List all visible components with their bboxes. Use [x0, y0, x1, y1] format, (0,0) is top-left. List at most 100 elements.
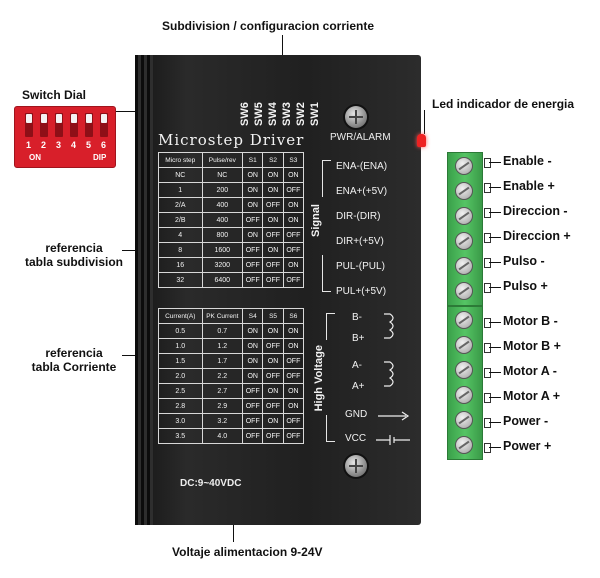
terminal-screw[interactable]	[455, 336, 473, 354]
driver-title: Microstep Driver	[158, 131, 305, 149]
terminal-screw[interactable]	[455, 182, 473, 200]
coil-b-icon	[384, 313, 394, 339]
hv-a-plus: A+	[352, 381, 365, 392]
table-cell: 400	[201, 197, 244, 213]
table-cell: OFF	[262, 368, 284, 384]
terminal-leader-line	[489, 447, 501, 448]
table-cell: OFF	[242, 398, 264, 414]
terminal-label: Enable +	[503, 179, 555, 193]
table-cell: OFF	[262, 428, 284, 444]
table-cell: OFF	[242, 242, 264, 258]
callout-ref-corriente-line	[122, 355, 142, 356]
terminal-label: Motor B +	[503, 339, 561, 353]
table-header: S2	[262, 152, 284, 168]
signal-dir-plus: DIR+(+5V)	[336, 236, 384, 247]
table-cell: OFF	[282, 428, 305, 444]
table-cell: OFF	[282, 242, 305, 258]
terminal-leader-line	[489, 162, 501, 163]
switch-label-sw6: SW6	[239, 102, 251, 126]
table-cell: ON	[242, 368, 264, 384]
table-cell: OFF	[262, 398, 284, 414]
switch-label-sw2: SW2	[295, 102, 307, 126]
power-led	[417, 134, 426, 147]
table-cell: ON	[282, 167, 305, 183]
terminal-pin	[484, 233, 491, 243]
callout-led-line	[424, 110, 425, 134]
table-header: PK Current	[201, 308, 244, 324]
table-cell: OFF	[282, 227, 305, 243]
dip-switch-closeup: 1 2 3 4 5 6 ON DIP	[14, 106, 116, 168]
table-header: S6	[282, 308, 305, 324]
terminal-pin	[484, 183, 491, 193]
table-header: S4	[242, 308, 264, 324]
table-cell: 1.7	[201, 353, 244, 369]
table-cell: 3200	[201, 257, 244, 273]
terminal-leader-line	[489, 372, 501, 373]
terminal-screw[interactable]	[455, 207, 473, 225]
table-cell: 2/B	[158, 212, 203, 228]
terminal-pin	[484, 283, 491, 293]
table-cell: 2.2	[201, 368, 244, 384]
table-cell: ON	[282, 338, 305, 354]
table-cell: OFF	[242, 428, 264, 444]
signal-pul-minus: PUL-(PUL)	[336, 261, 385, 272]
table-cell: ON	[282, 197, 305, 213]
terminal-screw[interactable]	[455, 282, 473, 300]
table-cell: NC	[201, 167, 244, 183]
pwr-alarm-label: PWR/ALARM	[330, 132, 391, 143]
terminal-screw[interactable]	[455, 257, 473, 275]
terminal-screw[interactable]	[455, 386, 473, 404]
table-cell: OFF	[282, 413, 305, 429]
table-cell: OFF	[262, 257, 284, 273]
table-header: S3	[282, 152, 305, 168]
table-header: Current(A)	[158, 308, 203, 324]
hv-a-minus: A-	[352, 360, 362, 371]
table-header: S5	[262, 308, 284, 324]
terminal-screw[interactable]	[455, 311, 473, 329]
dip-number: 4	[71, 140, 77, 150]
table-cell: 4	[158, 227, 203, 243]
terminal-pin	[484, 393, 491, 403]
table-cell: OFF	[242, 413, 264, 429]
dc-voltage-label: DC:9~40VDC	[180, 478, 242, 489]
terminal-pin	[484, 418, 491, 428]
terminal-screw[interactable]	[455, 232, 473, 250]
high-voltage-label: High Voltage	[313, 345, 325, 412]
driver-body	[135, 55, 421, 525]
terminal-screw[interactable]	[455, 436, 473, 454]
signal-dir-minus: DIR-(DIR)	[336, 211, 381, 222]
table-cell: 3.0	[158, 413, 203, 429]
table-cell: OFF	[262, 227, 284, 243]
terminal-label: Power +	[503, 439, 552, 453]
dip-on-label: ON	[29, 153, 41, 162]
table-cell: ON	[282, 212, 305, 228]
table-cell: OFF	[262, 338, 284, 354]
table-header: S1	[242, 152, 264, 168]
table-cell: 200	[201, 182, 244, 198]
table-cell: 400	[201, 212, 244, 228]
terminal-label: Enable -	[503, 154, 552, 168]
terminal-pin	[484, 158, 491, 168]
switch-label-sw1: SW1	[309, 102, 321, 126]
table-cell: ON	[282, 383, 305, 399]
callout-led: Led indicador de energia	[432, 97, 575, 111]
terminal-leader-line	[489, 347, 501, 348]
table-cell: 8	[158, 242, 203, 258]
mount-screw-top	[345, 106, 367, 128]
terminal-screw[interactable]	[455, 411, 473, 429]
terminal-screw[interactable]	[455, 361, 473, 379]
hv-gnd: GND	[345, 409, 368, 420]
terminal-screw[interactable]	[455, 157, 473, 175]
table-cell: 2/A	[158, 197, 203, 213]
signal-ena-minus: ENA-(ENA)	[336, 161, 388, 172]
dip-number: 3	[56, 140, 62, 150]
dip-number: 5	[86, 140, 92, 150]
